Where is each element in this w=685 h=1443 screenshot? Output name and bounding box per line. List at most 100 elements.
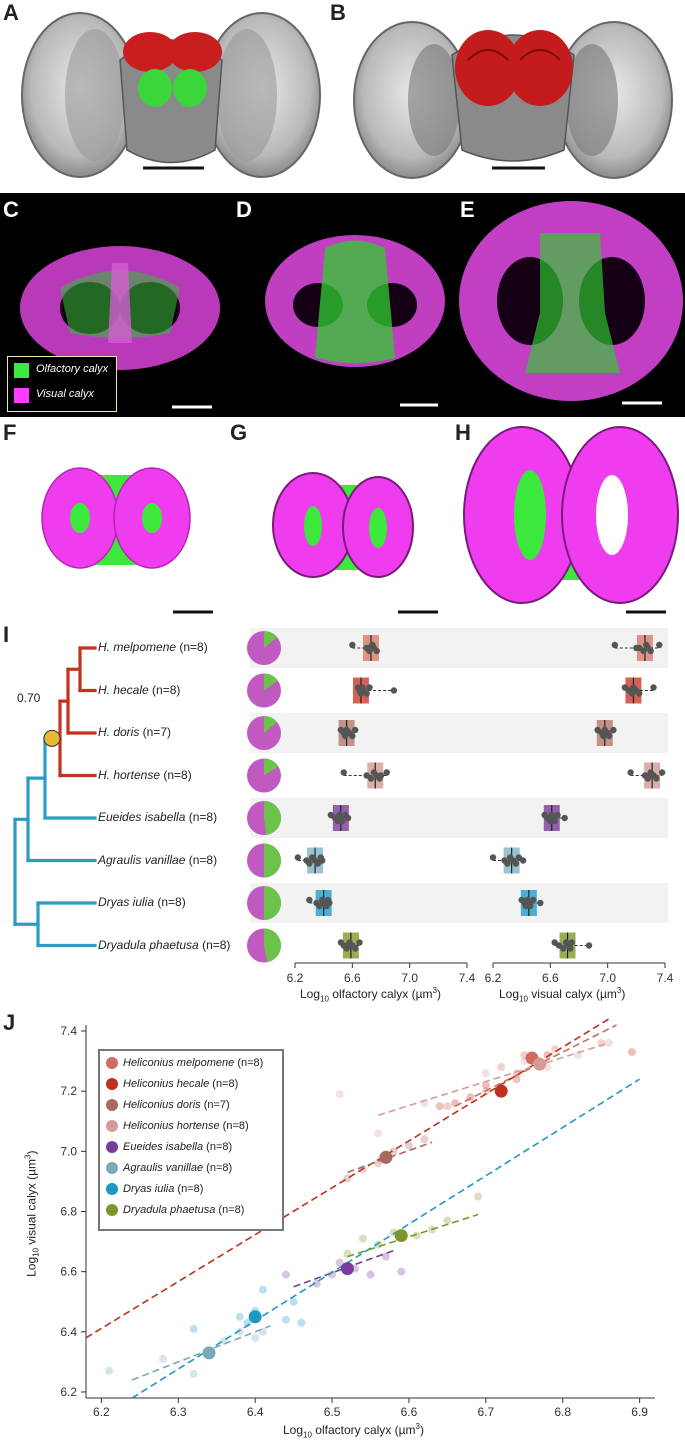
legend-sample-size: (n=8) bbox=[215, 1204, 245, 1216]
data-point-vis bbox=[560, 945, 567, 952]
species-label: H. melpomene (n=8) bbox=[98, 640, 208, 654]
individual-point bbox=[258, 1285, 267, 1294]
species-name: Dryadula phaetusa bbox=[98, 937, 199, 952]
data-point-vis bbox=[610, 726, 617, 734]
pie-olfactory-fraction bbox=[264, 758, 279, 776]
x-tick-label: 6.9 bbox=[631, 1405, 648, 1419]
data-point-vis bbox=[636, 644, 643, 652]
individual-point bbox=[235, 1312, 244, 1321]
brain-render-a bbox=[21, 12, 321, 178]
data-point-olf bbox=[306, 896, 313, 904]
surface-renders bbox=[41, 426, 679, 614]
data-point-olf bbox=[352, 945, 359, 952]
data-point-vis bbox=[658, 769, 666, 776]
species-label: Agraulis vanillae (n=8) bbox=[98, 853, 217, 867]
data-point-olf bbox=[319, 857, 326, 864]
individual-point bbox=[105, 1366, 114, 1375]
species-mean-point bbox=[494, 1084, 508, 1098]
data-point-olf bbox=[367, 775, 375, 782]
individual-point bbox=[258, 1327, 267, 1336]
x-tick-label-olf: 7.0 bbox=[401, 971, 418, 985]
species-name: Agraulis vanillae bbox=[98, 852, 186, 867]
legend-species-name: Heliconius melpomene bbox=[123, 1057, 235, 1069]
individual-point bbox=[335, 1258, 344, 1267]
y-tick-label: 6.2 bbox=[60, 1385, 77, 1399]
y-tick-label: 7.2 bbox=[60, 1084, 77, 1098]
data-point-vis bbox=[489, 854, 497, 861]
individual-point bbox=[335, 1090, 344, 1099]
data-point-vis bbox=[605, 732, 613, 740]
species-name: Dryas iulia bbox=[98, 895, 155, 909]
species-label: H. doris (n=7) bbox=[98, 725, 171, 739]
x-tick-label-vis: 7.4 bbox=[657, 971, 674, 985]
individual-point bbox=[474, 1192, 483, 1201]
sample-size: (n=8) bbox=[148, 682, 181, 697]
regression-line bbox=[293, 1249, 394, 1288]
panel-letter-e: E bbox=[460, 197, 475, 222]
node-support-label: 0.70 bbox=[17, 691, 41, 705]
legend-sample-size: (n=8) bbox=[234, 1057, 264, 1069]
panel-letter-f: F bbox=[3, 420, 17, 445]
data-point-vis bbox=[646, 772, 653, 779]
data-point-olf bbox=[326, 899, 333, 907]
individual-point bbox=[397, 1267, 406, 1276]
x-tick-label-vis: 6.2 bbox=[485, 971, 502, 985]
individual-point bbox=[443, 1102, 452, 1111]
panel-j-legend: Heliconius melpomene (n=8)Heliconius hec… bbox=[98, 1049, 284, 1231]
visual-legend-label: Visual calyx bbox=[36, 388, 94, 400]
legend-sample-size: (n=8) bbox=[209, 1078, 239, 1090]
legend-entry: Heliconius melpomene (n=8) bbox=[106, 1057, 263, 1075]
data-point-olf bbox=[390, 687, 398, 694]
sample-size: (n=8) bbox=[160, 767, 192, 782]
panel-letter-g: G bbox=[230, 420, 248, 445]
y-tick-label: 6.6 bbox=[60, 1265, 77, 1279]
data-point-vis bbox=[512, 860, 520, 867]
pie-olfactory-fraction bbox=[264, 886, 281, 920]
legend-sample-size: (n=8) bbox=[174, 1183, 204, 1195]
legend-species-name: Agraulis vanillae bbox=[123, 1162, 204, 1174]
data-point-vis bbox=[653, 775, 660, 782]
panel-j-y-axis-label: Log10 visual calyx (µm3) bbox=[23, 1150, 41, 1277]
data-point-olf bbox=[352, 726, 359, 734]
individual-point bbox=[604, 1039, 613, 1048]
data-point-olf bbox=[344, 814, 352, 822]
legend-sample-size: (n=8) bbox=[203, 1141, 233, 1153]
legend-entry: Heliconius hecale (n=8) bbox=[106, 1078, 238, 1096]
data-point-vis bbox=[527, 902, 534, 910]
species-label-column: H. melpomene (n=8)H. hecale (n=8)H. dori… bbox=[0, 620, 250, 960]
individual-point bbox=[497, 1063, 506, 1072]
individual-point bbox=[281, 1315, 290, 1324]
regression-line bbox=[85, 1018, 610, 1339]
legend-marker bbox=[106, 1204, 118, 1217]
legend-species-name: Heliconius hortense bbox=[123, 1120, 220, 1132]
legend-sample-size: (n=8) bbox=[203, 1162, 233, 1174]
x-tick-label: 6.2 bbox=[93, 1405, 110, 1419]
pie-olfactory-fraction bbox=[264, 928, 282, 963]
data-point-olf bbox=[349, 732, 356, 740]
data-point-vis bbox=[627, 769, 634, 776]
sample-size: (n=7) bbox=[139, 725, 172, 739]
x-tick-label: 6.7 bbox=[477, 1405, 494, 1419]
individual-point bbox=[189, 1324, 198, 1333]
sample-size: (n=8) bbox=[176, 640, 208, 654]
individual-point bbox=[358, 1234, 367, 1243]
pie-olfactory-fraction bbox=[264, 843, 281, 878]
brain-render-b bbox=[353, 21, 673, 179]
row-band bbox=[250, 883, 668, 923]
species-name: H. melpomene bbox=[98, 640, 177, 654]
panel-i-vis-axis-label: Log10 visual calyx (µm3) bbox=[499, 986, 626, 1004]
individual-point bbox=[481, 1081, 490, 1090]
data-point-olf bbox=[363, 690, 370, 697]
individual-point bbox=[551, 1045, 560, 1054]
data-point-olf bbox=[364, 644, 372, 652]
regression-line bbox=[131, 1078, 641, 1399]
individual-point bbox=[435, 1102, 444, 1111]
row-band bbox=[250, 628, 668, 668]
data-point-vis bbox=[647, 647, 654, 655]
x-tick-label-olf: 7.4 bbox=[459, 971, 476, 985]
species-label: Dryas iulia (n=8) bbox=[98, 895, 186, 909]
legend-species-name: Dryas iulia bbox=[123, 1183, 175, 1195]
species-name: H. hortense bbox=[98, 767, 161, 782]
individual-point bbox=[289, 1297, 298, 1306]
individual-point bbox=[481, 1069, 490, 1078]
